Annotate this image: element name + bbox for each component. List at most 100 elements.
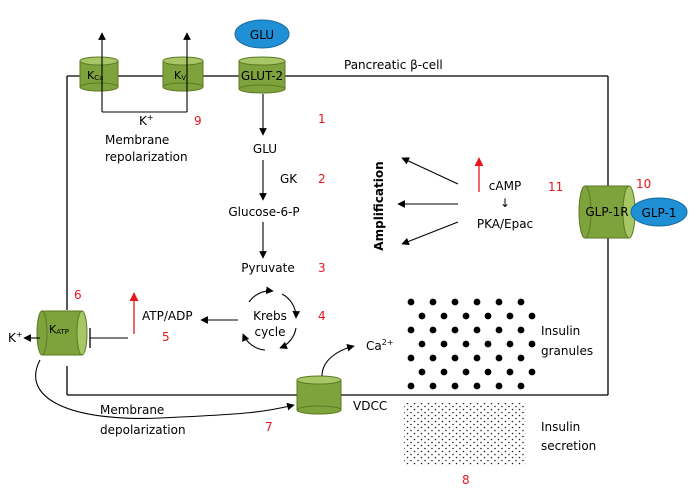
kv-channel: KV [162,56,204,92]
amplification-label: Amplification [372,161,386,250]
glu-oval: GLU [234,19,290,49]
insulin-granule [506,368,514,376]
insulin-granule [528,312,536,320]
camp-to-pka-arrow: ↓ [500,196,510,210]
step-8: 8 [462,473,470,487]
depolarization-line1: Membrane [100,403,164,417]
insulin-granule [517,298,525,306]
k-ion-left: K+ [8,330,23,345]
glp1r-channel: GLP-1R [578,185,636,239]
insulin-granule [451,382,459,390]
pathway-pyruvate: Pyruvate [241,261,294,275]
katp-inhibition-line [89,328,128,348]
insulin-granule [418,312,426,320]
step-9: 9 [194,114,202,128]
insulin-granule [528,368,536,376]
amplification-arrow-up [401,157,459,185]
insulin-granule [462,340,470,348]
insulin-granule [517,354,525,362]
insulin-secretion-dots [404,403,526,466]
pathway-pka-epac: PKA/Epac [477,217,533,231]
glp1-oval-label: GLP-1 [642,206,677,220]
amplification-arrow-down [401,221,459,246]
kca-channel: KCa [79,56,119,92]
insulin-granules [407,298,536,390]
step-2: 2 [318,172,326,186]
katp-label: KATP [49,323,69,336]
insulin-granule [429,298,437,306]
insulin-granule [407,354,415,362]
ca-ion: Ca2+ [366,338,394,353]
insulin-granule [418,340,426,348]
pathway-gk: GK [280,172,298,186]
pathway-g6p: Glucose-6-P [228,205,299,219]
insulin-granule [506,340,514,348]
k-ion-top: K+ [139,113,154,128]
glu-oval-label: GLU [250,28,274,42]
insulin-granule [495,298,503,306]
vdcc-label: VDCC [353,399,387,413]
pathway-glu: GLU [253,142,277,156]
ca-influx-arrow [321,343,355,377]
insulin-granule [473,354,481,362]
insulin-granule [407,382,415,390]
insulin-granule [484,368,492,376]
secretion-line2: secretion [541,439,596,453]
granules-line2: granules [541,344,593,358]
step-11: 11 [548,180,563,194]
insulin-granule [473,298,481,306]
krebs-cycle-arrows [242,286,301,351]
step-6: 6 [74,288,82,302]
step-4: 4 [318,309,326,323]
repolarization-line2: repolarization [105,150,188,164]
insulin-granule [407,298,415,306]
repolarization-line1: Membrane [105,133,169,147]
insulin-granule [484,340,492,348]
insulin-granule [473,326,481,334]
katp-channel: KATP [36,310,88,356]
insulin-granule [429,354,437,362]
step-3: 3 [318,261,326,275]
insulin-granule [484,312,492,320]
glut2-label: GLUT-2 [241,69,283,83]
k-efflux-arrows [98,32,191,113]
insulin-granule [440,340,448,348]
cell-title: Pancreatic β-cell [344,58,443,72]
kca-label: KCa [87,69,103,82]
insulin-granule [440,312,448,320]
insulin-granule [528,340,536,348]
krebs-line2: cycle [254,325,285,339]
insulin-granule [473,382,481,390]
insulin-granule [495,354,503,362]
insulin-granule [495,382,503,390]
kv-label: KV [174,69,186,82]
step-7: 7 [265,420,273,434]
depolarization-line2: depolarization [100,423,186,437]
secretion-line1: Insulin [541,420,580,434]
insulin-granule [451,298,459,306]
insulin-granule [451,326,459,334]
step-10: 10 [636,177,651,191]
glp1-oval: GLP-1 [630,197,688,227]
cell-membrane [66,75,609,396]
insulin-granule [506,312,514,320]
insulin-granule [407,326,415,334]
depolarization-arrow [35,359,295,419]
vdcc-channel [296,375,342,415]
granules-line1: Insulin [541,324,580,338]
insulin-granule [462,312,470,320]
insulin-granule [451,354,459,362]
insulin-granule [462,368,470,376]
glut2-channel: GLUT-2 [238,56,286,94]
insulin-granule [517,326,525,334]
insulin-granule [495,326,503,334]
insulin-granule [418,368,426,376]
glp1r-label: GLP-1R [585,205,628,219]
insulin-granule [440,368,448,376]
pathway-atp-adp: ATP/ADP [142,309,193,323]
insulin-granule [429,382,437,390]
step-5: 5 [162,330,170,344]
step-1: 1 [318,112,326,126]
pathway-camp: cAMP [489,179,521,193]
